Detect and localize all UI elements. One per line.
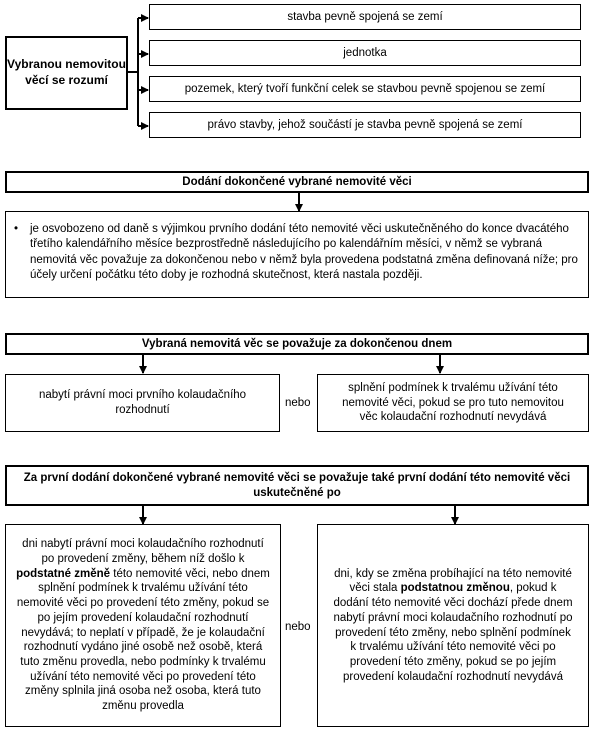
completion-date-heading: Vybraná nemovitá věc se považuje za doko… [5,333,589,355]
selected-property-definition-box: Vybranou nemovitou věcí se rozumí [5,36,128,110]
completion-left-text: nabytí právní moci prvního kolaudačního … [38,389,247,416]
bullet-marker: • [14,223,19,235]
right-text-part-2: , pokud k dodání této nemovité věci doch… [333,582,573,683]
section2-title: Dodání dokončené vybrané nemovité věci [182,175,412,188]
section3-title: Vybraná nemovitá věc se považuje za doko… [141,337,453,350]
definition-item-1-text: stavba pevně spojená se zemí [287,10,443,23]
or-connector-label-2: nebo [285,621,311,633]
completion-condition-left: nabytí právní moci prvního kolaudačního … [5,374,280,432]
section1-connectors [128,14,149,130]
or-connector-label-1: nebo [285,397,311,409]
completion-condition-right: splnění podmínek k trvalému užívání této… [317,374,589,432]
section4-connectors [139,506,459,525]
definition-item-4: právo stavby, jehož součástí je stavba p… [149,112,581,138]
substantial-change-right-box: dni, kdy se změna probíhající na této ne… [317,524,589,727]
right-text-bold: podstatnou změnou [400,582,510,595]
section4-title: Za první dodání dokončené vybrané nemovi… [23,471,571,499]
completion-right-text: splnění podmínek k trvalému užívání této… [342,381,564,424]
right-text-part-1: dni, kdy se změna probíhající na této ne… [334,567,572,595]
left-text-part-2: této nemovité věci, nebo dnem splnění po… [16,567,270,713]
definition-item-3: pozemek, který tvoří funkční celek se st… [149,76,581,102]
definition-item-1: stavba pevně spojená se zemí [149,4,581,30]
exemption-text: je osvobozeno od daně s výjimkou prvního… [30,223,578,281]
first-supply-heading: Za první dodání dokončené vybrané nemovi… [5,465,589,506]
left-text-bold: podstatné změně [16,567,111,580]
completed-property-supply-heading: Dodání dokončené vybrané nemovité věci [5,171,589,193]
definition-item-2: jednotka [149,40,581,66]
substantial-change-left-box: dni nabytí právní moci kolaudačního rozh… [5,524,281,727]
definition-item-4-text: právo stavby, jehož součástí je stavba p… [207,118,523,131]
definition-item-3-text: pozemek, který tvoří funkční celek se st… [184,82,546,95]
exemption-paragraph-box: • je osvobozeno od daně s výjimkou první… [5,211,589,298]
section3-connectors [139,355,444,374]
left-text-part-1: dni nabytí právní moci kolaudačního rozh… [22,538,264,565]
definition-item-2-text: jednotka [343,46,387,59]
selected-property-label: Vybranou nemovitou věcí se rozumí [7,57,126,87]
